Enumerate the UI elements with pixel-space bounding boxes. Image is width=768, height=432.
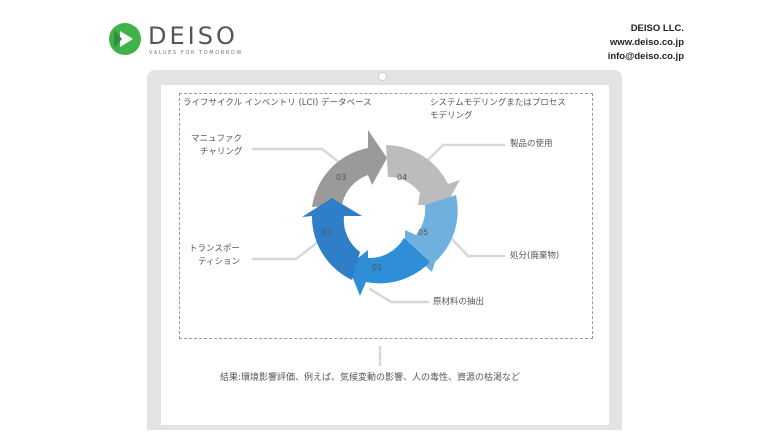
email-link[interactable]: info@deiso.co.jp xyxy=(607,51,684,62)
stage-03-number: 03 xyxy=(336,173,347,182)
company-name: DEISO LLC. xyxy=(630,23,684,34)
brand-logo: DEISO VALUES FOR TOMORROW xyxy=(108,22,268,60)
brand-name: DEISO xyxy=(148,22,238,50)
stage-02-number: 02 xyxy=(322,228,333,237)
contact-block: DEISO LLC. www.deiso.co.jp info@deiso.co… xyxy=(608,22,684,64)
stage-manufacturing-label-line2: チャリング xyxy=(200,147,243,157)
stage-05-number: 05 xyxy=(418,228,429,237)
stage-transportation-label-line2: ティション xyxy=(198,257,240,267)
stage-manufacturing-label: マニュファク xyxy=(191,134,243,144)
result-label: 結果:環境影響評価、例えば、気候変動の影響、人の毒性、資源の枯渇など xyxy=(220,373,521,383)
lci-database-boundary xyxy=(179,93,593,339)
stage-raw-material-label: 原材料の抽出 xyxy=(433,297,485,307)
stage-04-number: 04 xyxy=(397,173,408,182)
stage-transportation-label: トランスポー xyxy=(189,244,240,254)
website-link[interactable]: www.deiso.co.jp xyxy=(609,37,684,48)
stage-product-use-label: 製品の使用 xyxy=(510,139,553,149)
camera-icon xyxy=(378,72,387,81)
stage-disposal-label: 処分(廃棄物) xyxy=(510,251,560,261)
system-modeling-label: システムモデリングまたはプロセス xyxy=(430,98,566,108)
lci-database-label: ライフサイクル インベントリ (LCI) データベース xyxy=(183,98,372,108)
stage-01-number: 01 xyxy=(372,263,383,272)
brand-tagline: VALUES FOR TOMORROW xyxy=(149,50,243,56)
green-play-logo-icon xyxy=(109,23,141,55)
system-modeling-label-line2: モデリング xyxy=(430,111,473,121)
